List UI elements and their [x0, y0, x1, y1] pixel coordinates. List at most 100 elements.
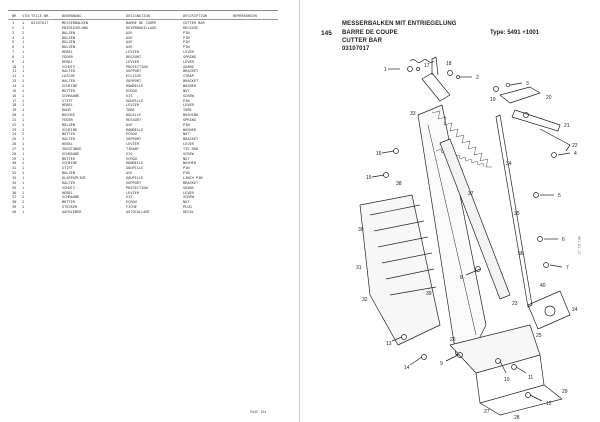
cell-de: KLAPPSPLINT [62, 176, 86, 180]
callout-label: 17 [424, 63, 430, 69]
callout-label: 8 [460, 275, 463, 281]
cell-fr: RESSORT [126, 117, 142, 122]
cell-fr: SUPPORT [126, 79, 142, 84]
cell-pos: 6 [12, 45, 15, 50]
parts-table-header: NR STÜCK TEILE-NR. BENENNUNG DESIGNATION… [8, 13, 278, 20]
cell-fr: FICHE [126, 205, 137, 210]
cell-qty: 1 [22, 117, 25, 122]
cell-fr: SUPPORT [126, 69, 142, 74]
cell-en: PIN [183, 98, 190, 103]
cell-qty: 2 [22, 30, 25, 35]
cell-fr: TIRANT [126, 146, 139, 151]
cell-en: PIN [183, 166, 190, 171]
parts-table: NR STÜCK TEILE-NR. BENENNUNG DESIGNATION… [8, 13, 278, 215]
header-de: BENENNUNG [62, 14, 82, 18]
cell-de: HALTER [62, 79, 75, 84]
cell-en: GUARD [183, 64, 194, 69]
cell-de: STIFT [62, 166, 73, 171]
cell-qty: 1 [22, 146, 25, 151]
header-remark: BEMERKUNGEN [233, 14, 257, 18]
cell-de: STIFT [62, 98, 73, 103]
cell-de: MUTTER [62, 156, 75, 161]
cell-en: SCREW [183, 195, 194, 200]
cell-en: BRACKET [183, 79, 199, 84]
cell-de: SCHEIBE [62, 127, 78, 132]
callout-label: 1 [384, 67, 387, 73]
cell-fr: GOUPILLE [126, 176, 144, 180]
cell-qty: 2 [22, 88, 25, 93]
cell-fr: RONDELLE [126, 83, 144, 88]
cell-de: BOLZEN [62, 122, 75, 127]
cell-pos: 15 [12, 88, 17, 93]
cell-de: LASCHE [62, 74, 75, 79]
cell-en: LINCH PIN [183, 176, 203, 180]
cell-en: TIE ROD [183, 146, 199, 151]
callout-label: 16 [376, 151, 382, 157]
cell-fr: ECLISSE [126, 74, 142, 79]
cell-fr: BARRE DE COUPE [126, 21, 157, 25]
cell-fr: PROTECTION [126, 185, 148, 190]
callout-label: 5 [558, 193, 561, 199]
cell-fr: ECROU [126, 88, 137, 93]
cell-pos: 17 [12, 98, 17, 103]
cell-de: ZUGSTANGE [62, 146, 82, 151]
cell-en: LEVER [183, 190, 194, 195]
cell-de: MUTTER [62, 88, 75, 93]
cell-qty: 1 [22, 103, 25, 108]
page-gutter [299, 0, 300, 422]
cell-pos: 18 [12, 103, 17, 108]
cell-de: FEDER [62, 54, 73, 59]
header-fr: DESIGNATION [126, 14, 150, 18]
cell-fr: TUBE [126, 108, 135, 113]
header-part: TEILE-NR. [31, 14, 51, 18]
cell-en: SCREW [183, 93, 194, 98]
callout-label: 36 [518, 251, 524, 257]
cell-fr: VIS [126, 93, 133, 98]
title-english: CUTTER BAR [342, 38, 382, 44]
cell-de: SCHRAUBE [62, 93, 80, 98]
cell-pos: 11 [12, 69, 17, 74]
cell-fr: AXE [126, 40, 133, 45]
cell-fr: AXE [126, 35, 133, 40]
callout-label: 19 [490, 97, 496, 103]
callout-label: 26 [450, 337, 456, 343]
cell-en: WASHER [183, 83, 196, 88]
cell-en: NUT [183, 88, 190, 93]
cell-de: HALTER [62, 69, 75, 74]
cell-qty: 2 [22, 200, 25, 205]
cell-en: NUT [183, 200, 190, 205]
callout-label: 4 [574, 151, 577, 157]
cell-de: HEBEL [62, 142, 73, 147]
cell-qty: 1 [22, 64, 25, 69]
callout-label: 38 [396, 181, 402, 187]
cell-pos: 7 [12, 50, 15, 55]
cell-en: LEVER [183, 103, 194, 108]
cell-pos: 2 [12, 25, 15, 30]
cell-pos: 19 [12, 108, 17, 113]
cell-qty: 1 [22, 176, 25, 180]
callout-label: 24 [572, 307, 578, 313]
cell-fr: VIS [126, 195, 133, 200]
cell-pos: 4 [12, 35, 15, 40]
cell-fr: RONDELLE [126, 127, 144, 132]
cell-qty: 1 [22, 171, 25, 176]
cell-fr: AXE [126, 171, 133, 176]
cell-qty: 1 [22, 79, 25, 84]
cell-fr: GOUPILLE [126, 166, 144, 171]
cell-qty: 1 [22, 54, 25, 59]
callout-label: 21 [564, 123, 570, 129]
callout-label: 18 [446, 61, 452, 67]
